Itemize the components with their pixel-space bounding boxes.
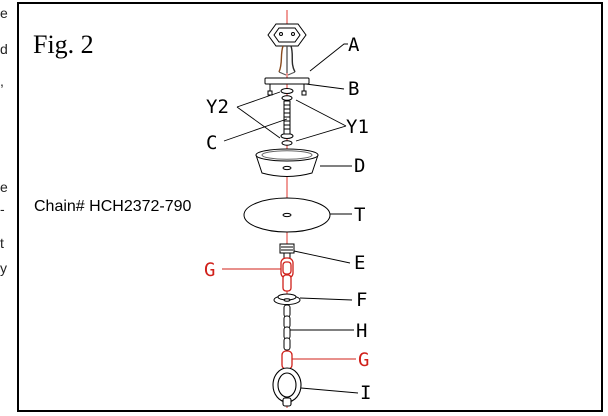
disc-part-t bbox=[243, 197, 331, 233]
part-label-g-upper: G bbox=[204, 259, 215, 281]
part-label-h: H bbox=[356, 320, 367, 342]
part-label-a: A bbox=[348, 34, 360, 56]
margin-fragment: , bbox=[0, 73, 4, 89]
leader-y1-lower bbox=[295, 125, 347, 142]
part-label-c: C bbox=[206, 132, 217, 154]
leader-i bbox=[300, 387, 359, 394]
upper-chain-link-g bbox=[280, 257, 294, 292]
nut-washer-set bbox=[280, 88, 294, 146]
leader-y2-upper bbox=[236, 91, 281, 108]
leader-c bbox=[223, 118, 288, 142]
part-label-b: B bbox=[348, 78, 359, 100]
part-label-f: F bbox=[356, 289, 367, 311]
threaded-nipple-part-c bbox=[283, 100, 291, 135]
part-label-t: T bbox=[354, 204, 365, 226]
crossbar-part-b bbox=[264, 77, 310, 96]
margin-fragment: e bbox=[0, 179, 8, 195]
leader-lines bbox=[223, 43, 359, 394]
part-label-d: D bbox=[354, 155, 365, 177]
leader-e bbox=[293, 250, 351, 264]
leader-b bbox=[305, 83, 345, 90]
part-label-e: E bbox=[354, 252, 365, 274]
loop-part-i bbox=[272, 367, 302, 407]
part-label-g-lower: G bbox=[358, 349, 369, 371]
margin-fragment: d bbox=[0, 41, 8, 57]
figure-title: Fig. 2 bbox=[33, 30, 94, 59]
canopy-part-d bbox=[255, 148, 319, 177]
chain-part-h bbox=[283, 304, 291, 351]
junction-box-part-a bbox=[267, 23, 307, 76]
red-leader-lines bbox=[222, 268, 356, 360]
figure-frame bbox=[17, 2, 603, 412]
fitting-part-e bbox=[279, 243, 295, 262]
margin-fragment: e bbox=[0, 5, 8, 21]
margin-fragment: t bbox=[0, 235, 4, 251]
leader-a bbox=[309, 43, 348, 72]
chain-note: Chain# HCH2372-790 bbox=[34, 198, 192, 215]
collar-part-f bbox=[273, 293, 301, 305]
margin-fragment: y bbox=[0, 260, 7, 276]
part-label-i: I bbox=[360, 382, 371, 404]
leader-y1-upper bbox=[295, 99, 347, 127]
part-label-y1: Y1 bbox=[346, 116, 369, 138]
margin-fragment: - bbox=[0, 201, 5, 217]
leader-y2-lower bbox=[236, 106, 281, 139]
lower-chain-link-g bbox=[281, 350, 293, 370]
leader-f bbox=[299, 297, 353, 301]
part-label-y2: Y2 bbox=[206, 96, 229, 118]
